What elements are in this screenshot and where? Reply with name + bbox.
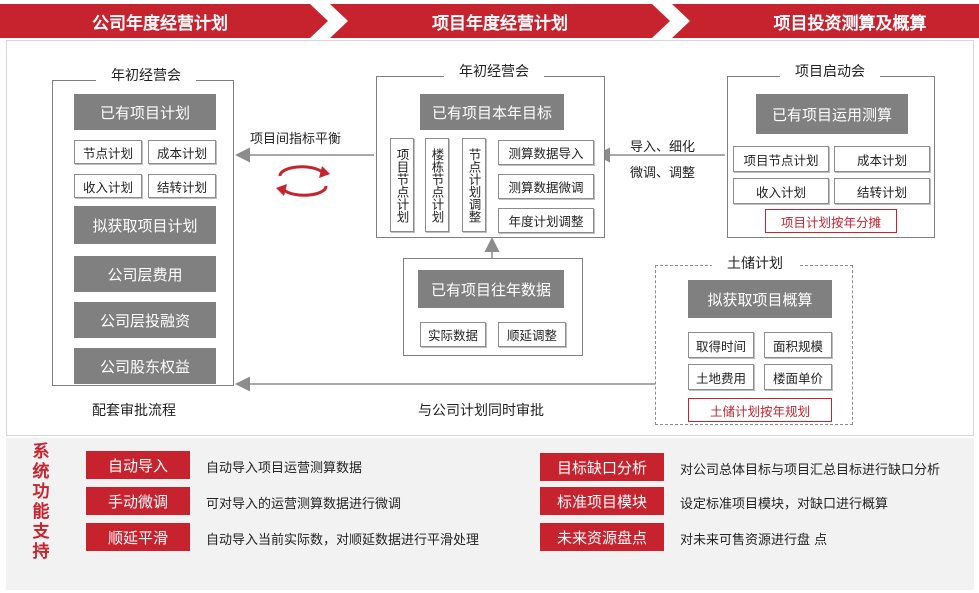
measure-data-import: 测算数据导入: [498, 140, 594, 165]
company-existing-plan: 已有项目计划: [74, 94, 216, 130]
feature-manual-tune-desc: 可对导入的运营测算数据进行微调: [206, 497, 402, 512]
company-carryover-plan: 结转计划: [148, 174, 216, 198]
building-node-plan-vertical: 楼栋节点计划: [425, 138, 449, 232]
postpone-adjust: 顺延调整: [498, 322, 566, 347]
feature-resource-inventory-desc: 对未来可售资源进行盘 点: [680, 533, 828, 548]
floor-unit-price: 楼面单价: [764, 364, 832, 390]
sync-approval-label: 与公司计划同时审批: [418, 403, 544, 419]
launch-cost-plan: 成本计划: [834, 146, 930, 172]
chevron-stage3: [672, 4, 979, 38]
feature-postpone-smooth-desc: 自动导入当前实际数，对顺延数据进行平滑处理: [206, 533, 480, 548]
feature-standard-module-desc: 设定标准项目模块，对缺口进行概算: [680, 497, 889, 512]
company-income-plan: 收入计划: [74, 174, 142, 198]
chevron-stage2: [330, 4, 670, 38]
balance-label: 项目间指标平衡: [250, 132, 342, 147]
stage2-title: 项目年度经营计划: [432, 13, 568, 34]
land-reserve-title: 土储计划: [712, 254, 798, 274]
feature-postpone-smooth: 顺延平滑: [86, 523, 190, 551]
feature-standard-module: 标准项目模块: [540, 487, 664, 515]
annual-plan-adjust: 年度计划调整: [498, 208, 594, 233]
project-node-plan-vertical: 项目节点计划: [390, 138, 414, 232]
feature-auto-import: 自动导入: [86, 451, 190, 479]
measure-data-tune: 测算数据微调: [498, 174, 594, 199]
launch-carryover-plan: 结转计划: [834, 178, 930, 204]
stage3-title: 项目投资测算及概算: [773, 13, 927, 34]
land-yearly-plan: 土储计划按年规划: [688, 398, 832, 422]
launch-income-plan: 收入计划: [733, 178, 829, 204]
acquire-time: 取得时间: [688, 332, 754, 358]
company-cost-plan: 成本计划: [148, 140, 216, 164]
feature-manual-tune: 手动微调: [86, 487, 190, 515]
company-equity: 公司股东权益: [74, 348, 216, 384]
header-chevrons: [0, 4, 979, 38]
company-finance: 公司层投融资: [74, 302, 216, 338]
stage1-title: 公司年度经营计划: [92, 13, 228, 34]
project-year-goal: 已有项目本年目标: [420, 94, 564, 130]
feature-auto-import-desc: 自动导入项目运营测算数据: [206, 461, 363, 476]
feature-resource-inventory: 未来资源盘点: [540, 523, 664, 551]
tune-adjust-label: 微调、调整: [630, 166, 696, 181]
connectors: [235, 147, 725, 392]
approval-process-label: 配套审批流程: [92, 403, 176, 419]
actual-data: 实际数据: [420, 322, 486, 347]
launch-node-plan: 项目节点计划: [733, 146, 829, 172]
cycle-arrows-icon: [276, 165, 330, 197]
land-cost: 土地费用: [688, 364, 754, 390]
company-meeting-title: 年初经营会: [96, 66, 196, 86]
launch-yearly-split: 项目计划按年分摊: [765, 209, 897, 233]
area-scale: 面积规模: [764, 332, 832, 358]
company-to-acquire: 拟获取项目计划: [74, 206, 216, 244]
land-estimate: 拟获取项目概算: [688, 280, 832, 318]
chevron-stage1: [0, 4, 328, 38]
company-node-plan: 节点计划: [74, 140, 142, 164]
launch-measure: 已有项目运用测算: [756, 94, 908, 134]
history-data: 已有项目往年数据: [418, 270, 564, 308]
project-launch-title: 项目启动会: [780, 62, 880, 82]
feature-gap-analysis: 目标缺口分析: [540, 453, 664, 481]
import-refine-label: 导入、细化: [630, 140, 696, 155]
company-expense: 公司层费用: [74, 256, 216, 292]
node-plan-adjust-vertical: 节点计划调整: [462, 138, 486, 232]
project-meeting-title: 年初经营会: [444, 62, 544, 82]
feature-gap-analysis-desc: 对公司总体目标与项目汇总目标进行缺口分析: [680, 463, 941, 478]
system-features-title: 系统功能支持: [32, 442, 50, 562]
